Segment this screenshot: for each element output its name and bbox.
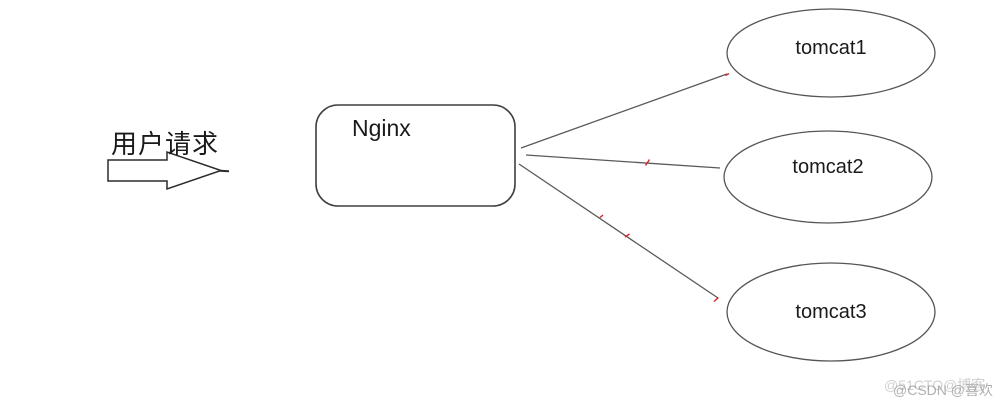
connector-nginx-tomcat2 bbox=[525, 154, 721, 169]
red-tick-mark bbox=[624, 233, 630, 238]
request-arrow-icon bbox=[107, 150, 224, 191]
connector-nginx-tomcat3 bbox=[518, 163, 719, 299]
red-tick-mark bbox=[713, 296, 719, 303]
red-tick-mark bbox=[725, 72, 730, 77]
tomcat3-ellipse bbox=[726, 262, 936, 362]
tomcat3-label: tomcat3 bbox=[795, 301, 867, 323]
tomcat1-ellipse bbox=[726, 8, 936, 98]
connector-nginx-tomcat1 bbox=[520, 73, 728, 149]
tomcat2-label: tomcat2 bbox=[792, 156, 864, 178]
request-label: 用户请求 bbox=[110, 129, 219, 159]
tomcat2-ellipse bbox=[723, 130, 933, 224]
red-tick-mark bbox=[644, 159, 651, 166]
nginx-box bbox=[315, 104, 516, 207]
tomcat1-label: tomcat1 bbox=[795, 37, 867, 59]
red-tick-mark bbox=[599, 214, 604, 219]
nginx-box-label: Nginx bbox=[352, 115, 411, 141]
